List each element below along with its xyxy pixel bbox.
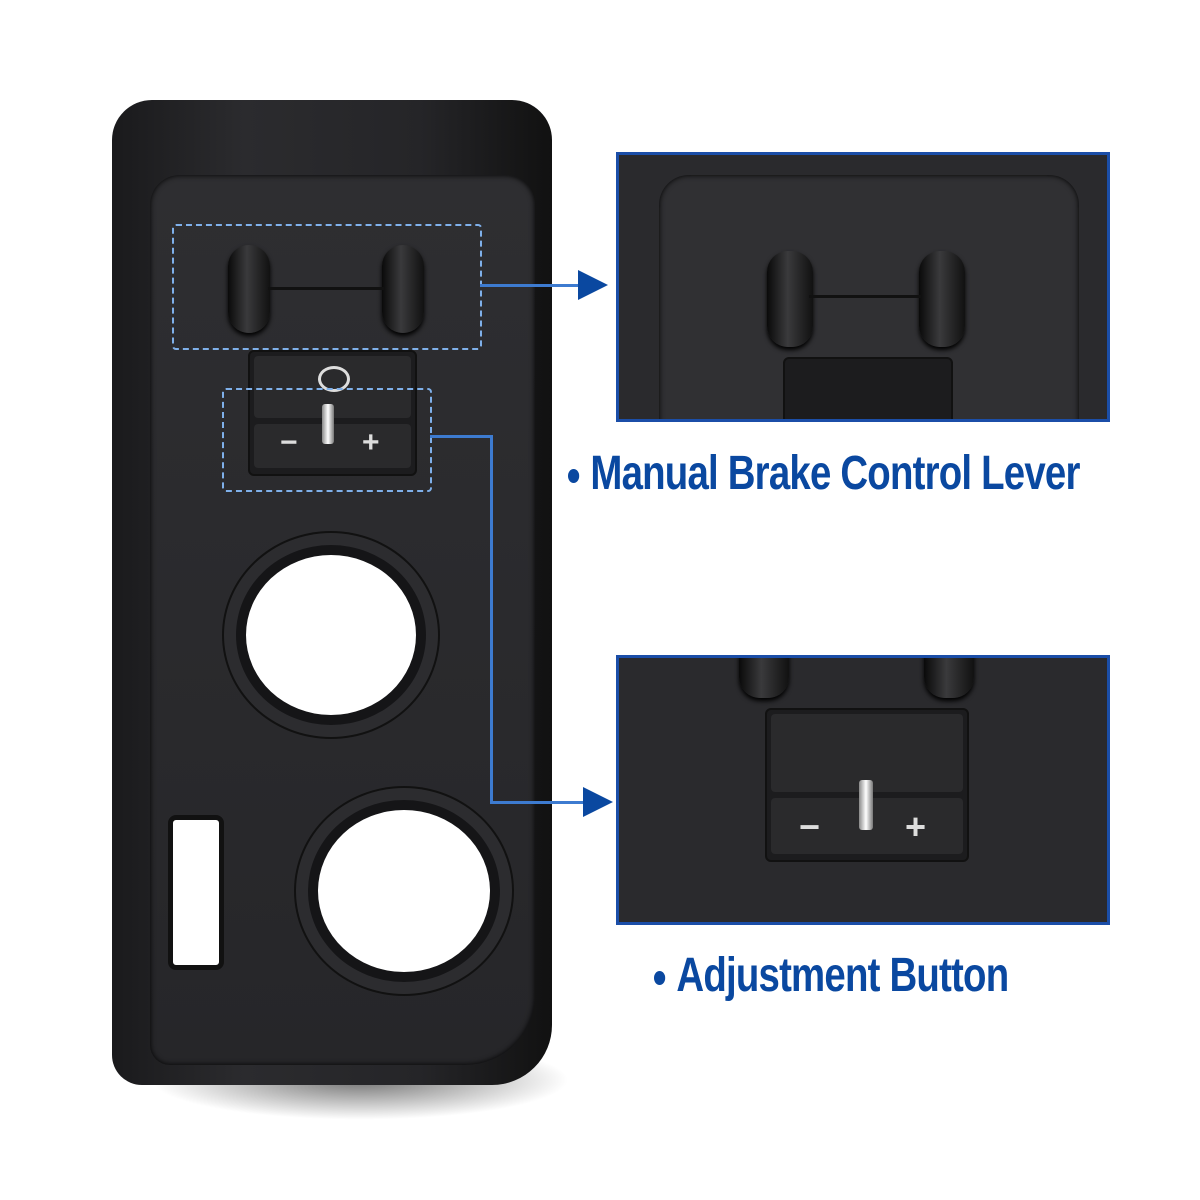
slot-hole bbox=[168, 815, 224, 970]
button-label-text: Adjustment Button bbox=[676, 949, 1009, 1002]
detail-switch: − + bbox=[765, 708, 969, 862]
adjustment-lever[interactable] bbox=[322, 404, 334, 444]
detail-bar bbox=[809, 295, 921, 298]
lever-label-text: Manual Brake Control Lever bbox=[590, 447, 1080, 500]
detail-knob-right bbox=[924, 658, 974, 698]
arrow-right-icon bbox=[578, 270, 608, 300]
lever-label: Manual Brake Control Lever bbox=[568, 446, 1080, 501]
detail-switch-top bbox=[783, 357, 953, 419]
detail-knob-right bbox=[919, 251, 965, 347]
arrow-right-icon bbox=[583, 787, 613, 817]
button-connector-v bbox=[490, 435, 493, 803]
button-highlight bbox=[222, 388, 432, 492]
detail-minus: − bbox=[799, 806, 821, 847]
detail-lever bbox=[859, 780, 873, 830]
lever-knob-right[interactable] bbox=[382, 245, 424, 333]
detail-plus: + bbox=[905, 806, 927, 847]
minus-button[interactable]: − bbox=[280, 426, 298, 459]
button-connector-h2 bbox=[490, 801, 585, 804]
detail-knob-left bbox=[739, 658, 789, 698]
button-detail-view: − + bbox=[616, 655, 1110, 925]
lever-detail-view bbox=[616, 152, 1110, 422]
trailer-brake-icon bbox=[318, 366, 350, 392]
lever-knob-left[interactable] bbox=[228, 245, 270, 333]
plus-button[interactable]: + bbox=[362, 426, 380, 459]
lever-highlight bbox=[172, 224, 482, 350]
gauge-hole-upper bbox=[236, 545, 426, 725]
button-label: Adjustment Button bbox=[654, 948, 1009, 1003]
lever-connector bbox=[480, 284, 580, 287]
bullet-icon bbox=[568, 469, 580, 484]
button-connector-h1 bbox=[430, 435, 492, 438]
lever-bar bbox=[268, 287, 384, 290]
detail-knob-left bbox=[767, 251, 813, 347]
gauge-hole-lower bbox=[308, 800, 500, 982]
adjustment-switch: − + bbox=[248, 350, 417, 476]
bullet-icon bbox=[654, 971, 666, 986]
